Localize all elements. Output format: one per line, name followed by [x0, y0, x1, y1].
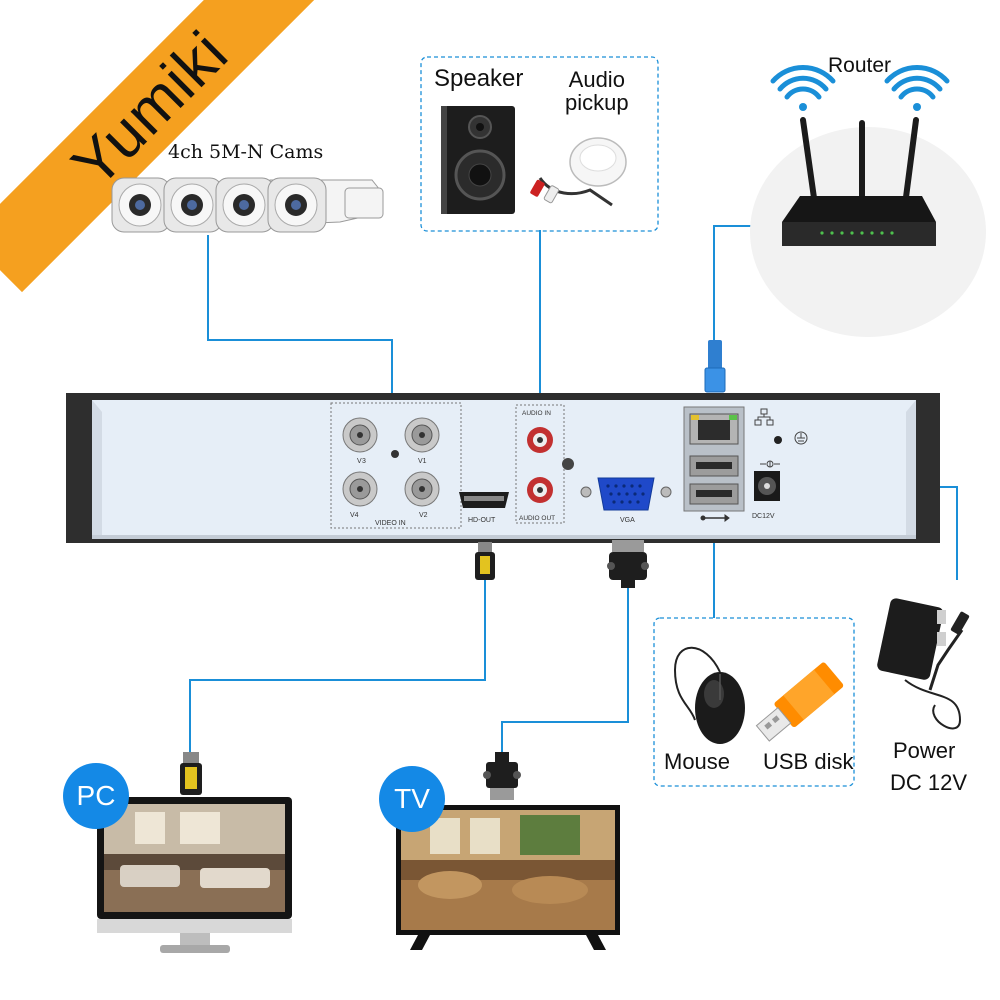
audio-out-jack	[527, 477, 553, 503]
audio-pickup-label: Audio pickup	[565, 68, 629, 114]
usb-port-top	[689, 455, 739, 477]
vga-plug-icon	[607, 540, 649, 588]
speaker-label: Speaker	[434, 65, 524, 92]
dvr-back-panel	[66, 393, 940, 543]
wifi-icon	[884, 65, 950, 111]
panel-label-audio-in: AUDIO IN	[522, 410, 551, 417]
vga-plug-icon	[483, 752, 521, 800]
usb-port-bottom	[689, 483, 739, 505]
usb-disk-icon	[755, 662, 844, 742]
bnc-connector-v3	[342, 417, 378, 453]
ground-icon	[794, 431, 808, 445]
mouse-icon	[673, 646, 745, 744]
camera-to-video-in-line	[207, 235, 393, 402]
panel-label-vga: VGA	[620, 517, 635, 524]
tv-badge-label: TV	[394, 783, 430, 814]
panel-label-v2: V2	[419, 512, 428, 519]
cameras-label: 4ch 5M-N Cams	[168, 141, 324, 163]
dc-polarity-icon	[760, 460, 780, 468]
power-voltage-label: DC 12V	[890, 770, 968, 795]
router-label: Router	[828, 54, 892, 77]
audio-devices-box	[420, 56, 659, 232]
panel-label-v4: V4	[350, 512, 359, 519]
hdmi-plug-icon	[180, 752, 202, 795]
microphone-icon	[530, 137, 627, 207]
tv-badge: TV	[379, 766, 445, 832]
wifi-icon	[770, 65, 836, 111]
pc-badge: PC	[63, 763, 129, 829]
panel-label-audio-out: AUDIO OUT	[519, 515, 555, 522]
mouse-label: Mouse	[664, 749, 731, 774]
network-icon	[754, 408, 774, 426]
panel-label-hd-out: HD-OUT	[468, 517, 496, 524]
ethernet-plug-icon	[704, 340, 726, 393]
hdmi-to-pc-line	[189, 580, 486, 760]
pc-badge-label: PC	[76, 780, 116, 811]
hdmi-plug-icon	[475, 542, 495, 580]
vga-port	[580, 477, 672, 511]
usb-symbol-icon	[700, 514, 730, 522]
audio-pickup-label-line2: pickup	[565, 90, 629, 116]
vga-to-tv-line	[501, 585, 629, 765]
speaker-icon	[441, 106, 515, 214]
hdmi-port	[459, 492, 509, 508]
monitor-icon	[97, 797, 292, 953]
panel-label-dc12v: DC12V	[752, 513, 775, 520]
power-adapter-icon	[877, 598, 970, 730]
power-label: Power	[893, 738, 956, 763]
bnc-connector-v2	[404, 471, 440, 507]
usb-disk-label: USB disk	[763, 749, 854, 774]
bnc-connector-v1	[404, 417, 440, 453]
bnc-connector-v4	[342, 471, 378, 507]
dc-power-port	[754, 471, 780, 501]
panel-label-v3: V3	[357, 458, 366, 465]
audio-pickup-label-line1: Audio	[568, 67, 625, 92]
panel-label-v1: V1	[418, 458, 427, 465]
panel-label-video-in: VIDEO IN	[375, 520, 406, 527]
tv-icon	[396, 805, 620, 950]
router-icon	[782, 117, 936, 246]
accessories-box	[653, 617, 855, 787]
bullet-camera-icon	[111, 177, 384, 233]
audio-in-jack	[527, 427, 553, 453]
lan-port	[689, 413, 739, 445]
